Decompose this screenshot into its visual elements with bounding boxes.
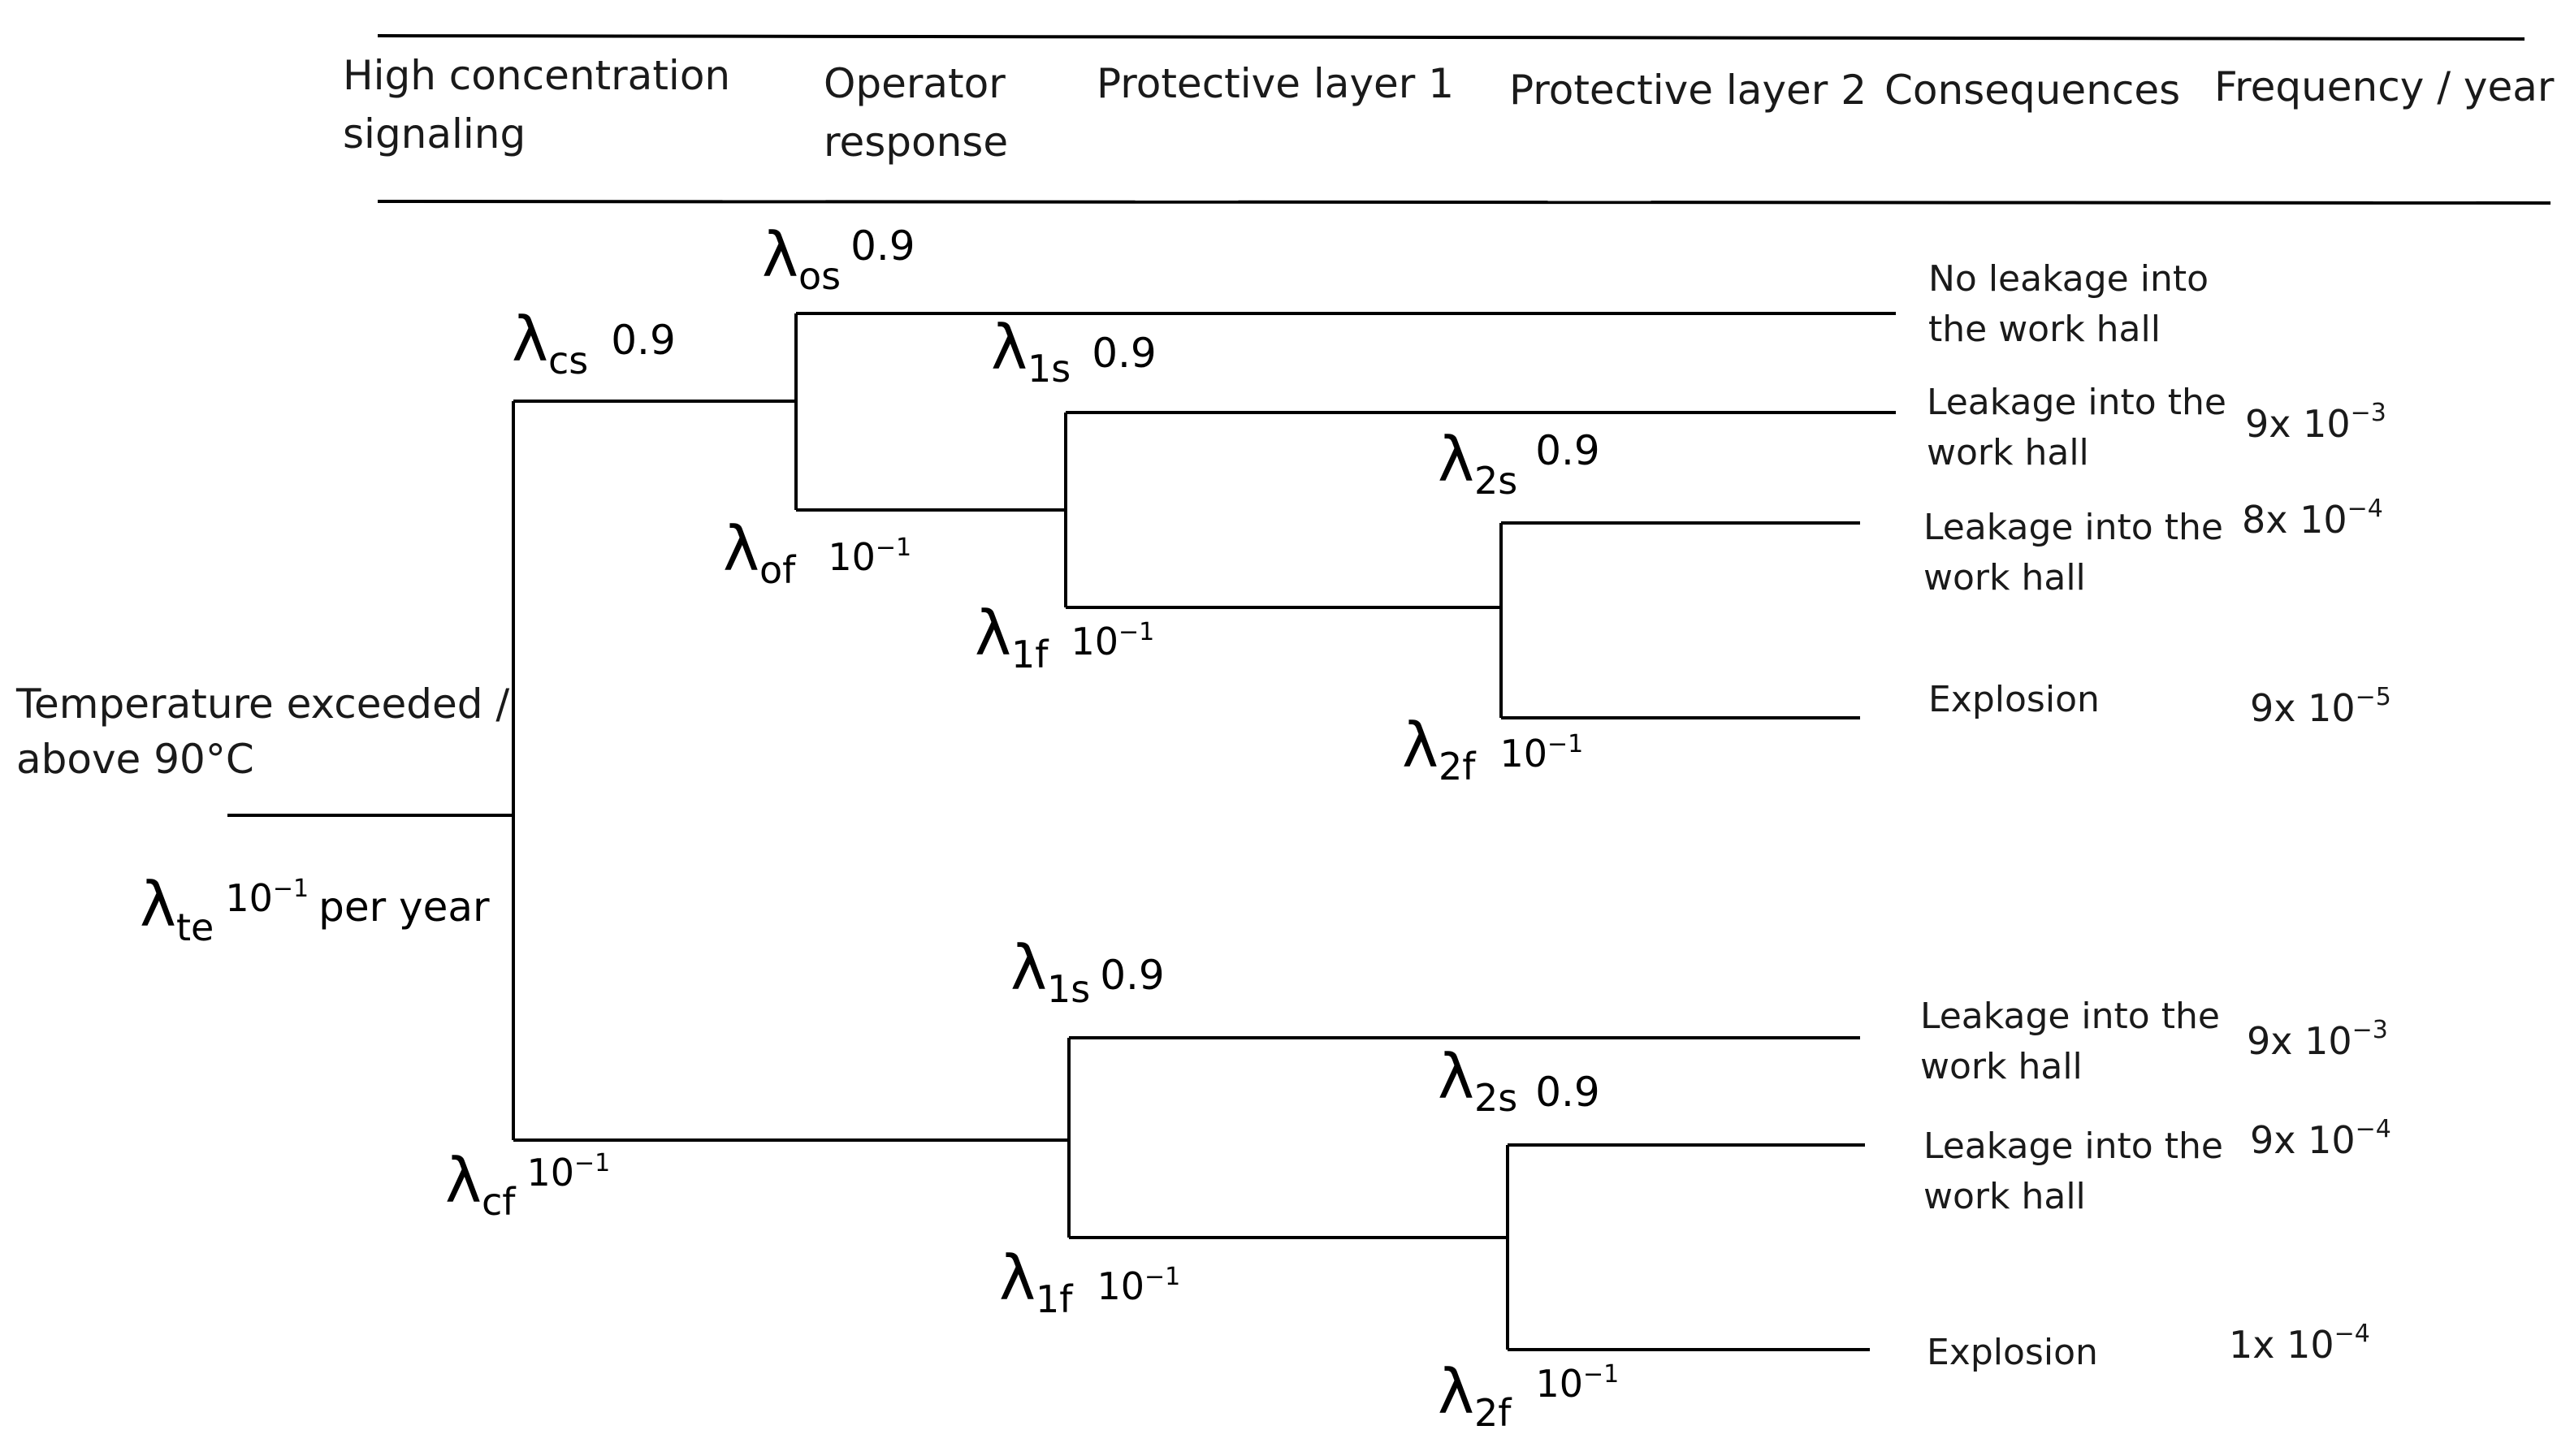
consequence-labels: No leakage into the work hall Leakage in… (1920, 258, 2226, 1373)
frequency-2: 9x 10−3 (2245, 399, 2386, 446)
consequence-5-line1: Leakage into the (1920, 996, 2220, 1037)
consequence-2-line2: work hall (1927, 432, 2089, 473)
header-protective-layer-1: Protective layer 1 (1097, 60, 1454, 107)
consequence-4-line1: Explosion (1928, 679, 2100, 720)
header-consequences: Consequences (1884, 67, 2180, 114)
initiating-event-line1: Temperature exceeded / (15, 680, 509, 728)
consequence-6-line2: work hall (1923, 1176, 2086, 1217)
consequence-1-line1: No leakage into (1928, 258, 2209, 300)
header-top-rule (377, 34, 2525, 41)
header-frequency: Frequency / year (2214, 63, 2555, 110)
tree-branches (227, 312, 1896, 1351)
consequence-6-line1: Leakage into the (1923, 1125, 2223, 1167)
frequency-6: 9x 10−4 (2250, 1115, 2391, 1162)
header-protective-layer-2: Protective layer 2 (1509, 67, 1867, 114)
lambda-lower-2f-label: λ2f10−1 (1438, 1355, 1619, 1435)
consequence-7-line1: Explosion (1927, 1332, 2098, 1373)
header-operator-line1: Operator (824, 60, 1006, 107)
header-signaling-line2: signaling (343, 110, 526, 158)
header-signaling-line1: High concentration (343, 52, 730, 99)
lambda-os-label: λos0.9 (762, 218, 915, 298)
lambda-upper-2s-label: λ2s0.9 (1438, 423, 1600, 503)
frequency-4: 9x 10−5 (2250, 683, 2391, 730)
frequency-values: 9x 10−3 8x 10−4 9x 10−5 9x 10−3 9x 10−4 … (2229, 399, 2391, 1367)
initiating-event-line2: above 90°C (16, 736, 254, 783)
consequence-2-line1: Leakage into the (1927, 382, 2226, 423)
consequence-3-line1: Leakage into the (1923, 507, 2223, 548)
lambda-cf-label: λcf10−1 (445, 1144, 610, 1224)
consequence-3-line2: work hall (1923, 557, 2086, 598)
column-headers: High concentration signaling Operator re… (343, 52, 2555, 166)
header-operator-line2: response (824, 119, 1008, 166)
consequence-1-line2: the work hall (1928, 309, 2161, 350)
header-bottom-rule (377, 200, 2551, 205)
initiating-event: Temperature exceeded / above 90°C λte10−… (15, 680, 509, 949)
consequence-5-line2: work hall (1920, 1046, 2083, 1087)
frequency-3: 8x 10−4 (2242, 495, 2383, 542)
frequency-5: 9x 10−3 (2247, 1016, 2388, 1063)
frequency-7: 1x 10−4 (2229, 1320, 2370, 1367)
